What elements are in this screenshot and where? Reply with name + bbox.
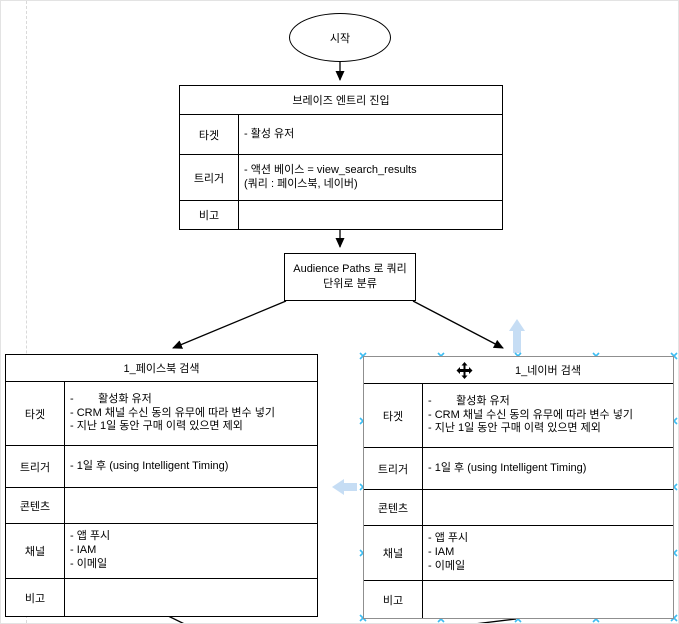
row-value — [65, 579, 317, 616]
page-boundary-divider — [26, 1, 27, 623]
row-label: 비고 — [180, 201, 239, 229]
row-value: - 액션 베이스 = view_search_results (쿼리 : 페이스… — [244, 163, 417, 190]
entry-table[interactable]: 브레이즈 엔트리 진입 타겟 - 활성 유저 트리거 - 액션 베이스 = vi… — [179, 85, 503, 230]
row-value: - 앱 푸시 - IAM - 이메일 — [70, 530, 111, 570]
row-value: - 활성 유저 — [244, 127, 295, 140]
table-row[interactable]: 트리거 - 1일 후 (using Intelligent Timing) — [6, 445, 317, 487]
table-row[interactable]: 채널 - 앱 푸시 - IAM - 이메일 — [364, 525, 673, 580]
table-row[interactable]: 타겟 - 활성 유저 — [180, 114, 502, 154]
naver-table-title-label: 1_네이버 검색 — [515, 365, 581, 377]
table-row[interactable]: 트리거 - 1일 후 (using Intelligent Timing) — [364, 447, 673, 489]
row-label: 채널 — [364, 526, 423, 580]
classify-label: Audience Paths 로 쿼리 단위로 분류 — [293, 263, 407, 290]
facebook-table-title-label: 1_페이스북 검색 — [123, 363, 200, 375]
row-label: 타겟 — [180, 115, 239, 154]
edge-classify-to-naver[interactable] — [412, 300, 504, 349]
row-value — [423, 490, 673, 525]
row-label: 타겟 — [6, 382, 65, 445]
entry-table-title-label: 브레이즈 엔트리 진입 — [292, 95, 390, 107]
naver-table-title: 1_네이버 검색 — [364, 357, 673, 383]
table-row[interactable]: 비고 — [364, 580, 673, 618]
row-label: 콘텐츠 — [6, 488, 65, 523]
row-label: 채널 — [6, 524, 65, 578]
row-value: - 활성화 유저 - CRM 채널 수신 동의 유무에 따라 변수 넣기 - 지… — [70, 392, 275, 433]
table-row[interactable]: 비고 — [180, 200, 502, 229]
table-row[interactable]: 콘텐츠 — [364, 489, 673, 525]
start-node[interactable]: 시작 — [289, 13, 391, 62]
row-value — [423, 581, 673, 618]
row-value: - 앱 푸시 - IAM - 이메일 — [428, 532, 469, 572]
row-label: 타겟 — [364, 384, 423, 447]
start-label: 시작 — [329, 32, 351, 45]
classify-node[interactable]: Audience Paths 로 쿼리 단위로 분류 — [284, 253, 416, 301]
hover-direction-up-icon[interactable] — [509, 319, 525, 353]
naver-table[interactable]: 1_네이버 검색 타겟 - 활성화 유저 - CRM 채널 수신 동의 유무에 … — [363, 356, 674, 619]
move-icon[interactable] — [456, 361, 473, 379]
table-row[interactable]: 트리거 - 액션 베이스 = view_search_results (쿼리 :… — [180, 154, 502, 200]
table-row[interactable]: 타겟 - 활성화 유저 - CRM 채널 수신 동의 유무에 따라 변수 넣기 … — [364, 383, 673, 447]
entry-table-title: 브레이즈 엔트리 진입 — [180, 86, 502, 114]
facebook-table[interactable]: 1_페이스북 검색 타겟 - 활성화 유저 - CRM 채널 수신 동의 유무에… — [5, 354, 318, 617]
table-row[interactable]: 타겟 - 활성화 유저 - CRM 채널 수신 동의 유무에 따라 변수 넣기 … — [6, 381, 317, 445]
table-row[interactable]: 채널 - 앱 푸시 - IAM - 이메일 — [6, 523, 317, 578]
naver-title-group: 1_네이버 검색 — [456, 361, 581, 379]
row-value: - 1일 후 (using Intelligent Timing) — [428, 461, 587, 474]
row-value: - 활성화 유저 - CRM 채널 수신 동의 유무에 따라 변수 넣기 - 지… — [428, 394, 633, 435]
edge-naver-to-end[interactable] — [391, 618, 517, 624]
row-label: 비고 — [364, 581, 423, 618]
hover-direction-left-icon[interactable] — [332, 479, 357, 495]
row-label: 비고 — [6, 579, 65, 616]
row-value — [65, 488, 317, 523]
table-row[interactable]: 콘텐츠 — [6, 487, 317, 523]
edge-classify-to-facebook[interactable] — [172, 300, 287, 349]
table-row[interactable]: 비고 — [6, 578, 317, 616]
row-value: - 1일 후 (using Intelligent Timing) — [70, 459, 229, 472]
row-label: 트리거 — [6, 446, 65, 487]
row-label: 콘텐츠 — [364, 490, 423, 525]
row-label: 트리거 — [180, 155, 239, 200]
row-label: 트리거 — [364, 448, 423, 489]
row-value — [239, 201, 502, 229]
facebook-table-title: 1_페이스북 검색 — [6, 355, 317, 381]
